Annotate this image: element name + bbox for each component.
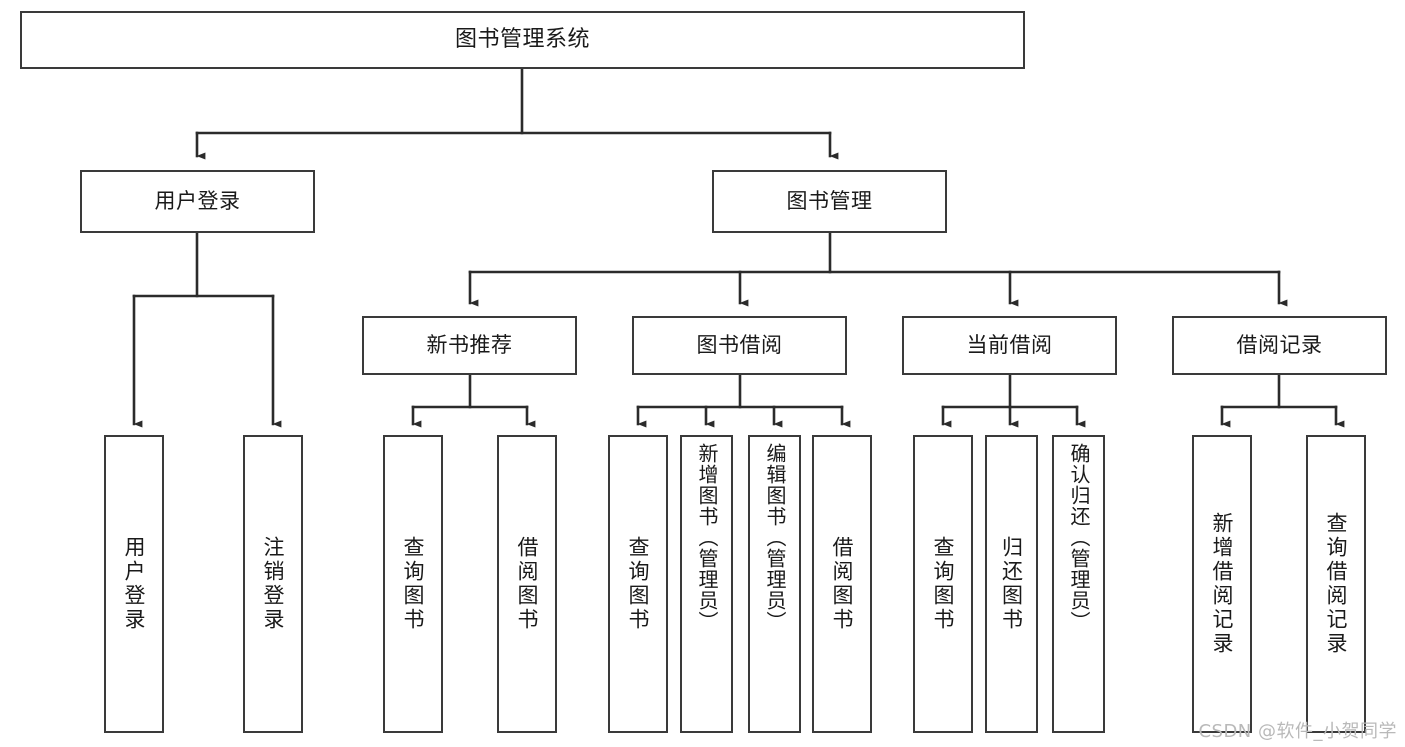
node-label: 编辑图书（管理员） xyxy=(763,443,787,632)
node-label: 查询图书 xyxy=(931,536,956,632)
leaf-record-add-record[interactable]: 新增借阅记录 xyxy=(1192,435,1252,733)
node-label: 查询图书 xyxy=(626,536,651,632)
node-label: 用户登录 xyxy=(154,189,241,214)
node-root-system[interactable]: 图书管理系统 xyxy=(20,11,1025,69)
node-label: 归还图书 xyxy=(999,536,1024,632)
leaf-current-query-book[interactable]: 查询图书 xyxy=(913,435,973,733)
node-label: 用户登录 xyxy=(122,536,147,632)
leaf-record-query-record[interactable]: 查询借阅记录 xyxy=(1306,435,1366,733)
node-label: 查询图书 xyxy=(401,536,426,632)
leaf-recommend-borrow-book[interactable]: 借阅图书 xyxy=(497,435,557,733)
node-label: 确认归还（管理员） xyxy=(1067,443,1091,632)
node-current-borrow[interactable]: 当前借阅 xyxy=(902,316,1117,375)
node-label: 当前借阅 xyxy=(966,333,1053,358)
leaf-user-login-login[interactable]: 用户登录 xyxy=(104,435,164,733)
leaf-user-login-logout[interactable]: 注销登录 xyxy=(243,435,303,733)
node-label: 新书推荐 xyxy=(426,333,513,358)
leaf-borrow-query-book[interactable]: 查询图书 xyxy=(608,435,668,733)
leaf-borrow-add-book-admin[interactable]: 新增图书（管理员） xyxy=(680,435,733,733)
node-label: 图书借阅 xyxy=(696,333,783,358)
node-label: 借阅记录 xyxy=(1236,333,1323,358)
node-borrow-record[interactable]: 借阅记录 xyxy=(1172,316,1387,375)
watermark-text: CSDN @软件_小贺同学 xyxy=(1198,721,1397,742)
node-book-management[interactable]: 图书管理 xyxy=(712,170,947,233)
node-label: 注销登录 xyxy=(261,536,286,632)
node-label: 图书管理系统 xyxy=(454,27,590,53)
node-label: 图书管理 xyxy=(786,189,873,214)
node-label: 查询借阅记录 xyxy=(1324,512,1349,656)
node-label: 新增图书（管理员） xyxy=(695,443,719,632)
node-label: 借阅图书 xyxy=(830,536,855,632)
leaf-current-confirm-return-admin[interactable]: 确认归还（管理员） xyxy=(1052,435,1105,733)
node-label: 新增借阅记录 xyxy=(1210,512,1235,656)
node-book-borrow[interactable]: 图书借阅 xyxy=(632,316,847,375)
node-user-login[interactable]: 用户登录 xyxy=(80,170,315,233)
leaf-current-return-book[interactable]: 归还图书 xyxy=(985,435,1038,733)
node-new-book-recommend[interactable]: 新书推荐 xyxy=(362,316,577,375)
leaf-borrow-borrow-book[interactable]: 借阅图书 xyxy=(812,435,872,733)
node-label: 借阅图书 xyxy=(515,536,540,632)
leaf-recommend-query-book[interactable]: 查询图书 xyxy=(383,435,443,733)
leaf-borrow-edit-book-admin[interactable]: 编辑图书（管理员） xyxy=(748,435,801,733)
